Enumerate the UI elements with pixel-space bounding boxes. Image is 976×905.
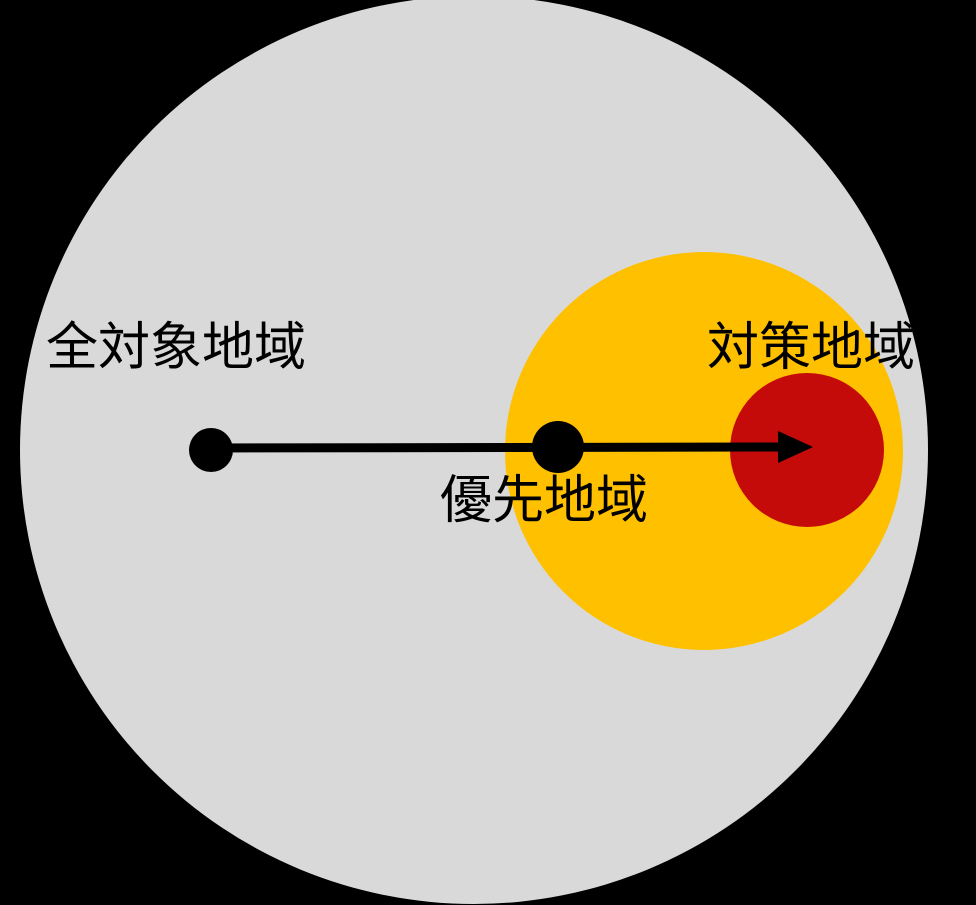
start-dot-marker (189, 428, 233, 472)
arrow-shaft (210, 442, 791, 453)
priority-region-label: 優先地域 (440, 471, 648, 531)
inner-region-circle (730, 373, 884, 527)
arrow-head-icon (778, 431, 813, 463)
middle-region-label: 対策地域 (707, 318, 915, 378)
outer-region-label: 全対象地域 (46, 318, 306, 378)
mid-dot-marker (532, 421, 584, 473)
